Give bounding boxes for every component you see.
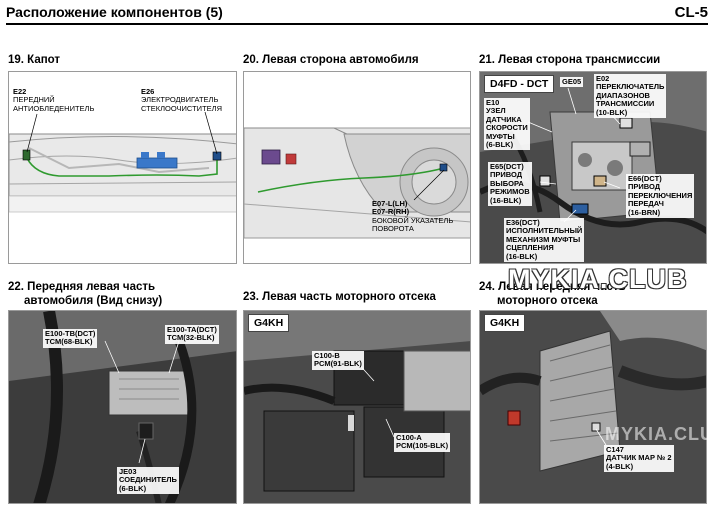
section-20-title: 20. Левая сторона автомобиля — [243, 54, 419, 66]
callout-je03: JE03 СОЕДИНИТЕЛЬ (6-BLK) — [117, 467, 179, 495]
callout-e36: E36(DCT) ИСПОЛНИТЕЛЬНЫЙ МЕХАНИЗМ МУФТЫ С… — [504, 218, 585, 263]
engine-left-drawing — [244, 311, 470, 503]
callout-c147: C147 ДАТЧИК MAP № 2 (4-BLK) — [604, 445, 674, 473]
page-code: CL-5 — [674, 4, 708, 21]
callout-e02: E02 ПЕРЕКЛЮЧАТЕЛЬ ДИАПАЗОНОВ ТРАНСМИССИИ… — [594, 74, 667, 119]
section-19-title: 19. Капот — [8, 54, 61, 66]
callout-ge05: GE05 — [560, 77, 584, 88]
engine-left-photo: G4KH C100-B PCM(91-BLK) C100-A PCM(105-B… — [243, 310, 471, 504]
callout-c100-a: C100-A PCM(105-BLK) — [394, 433, 451, 452]
callout-e65: E65(DCT) ПРИВОД ВЫБОРА РЕЖИМОВ (16-BLK) — [488, 162, 532, 207]
engine-front-photo: G4KH C147 ДАТЧИК MAP № 2 (4-BLK) — [479, 310, 707, 504]
section-22-title: 22. Передняя левая часть автомобиля (Вид… — [8, 281, 163, 307]
callout-e100-ta: E100-TA(DCT) TCM(32-BLK) — [165, 325, 219, 344]
page-title: Расположение компонентов (5) — [6, 4, 223, 20]
callout-e26: E26 ЭЛЕКТРОДВИГАТЕЛЬ СТЕКЛООЧИСТИТЕЛЯ — [141, 87, 222, 113]
transmission-photo: D4FD - DCT GE05 E02 ПЕРЕКЛЮЧАТЕЛЬ ДИАПАЗ… — [479, 71, 707, 264]
engine-front-drawing — [480, 311, 706, 503]
transmission-tag: D4FD - DCT — [484, 75, 555, 93]
hood-diagram: E22 ПЕРЕДНИЙ АНТИОБЛЕДЕНИТЕЛЬ E26 ЭЛЕКТР… — [8, 71, 237, 264]
page-header: Расположение компонентов (5) CL-5 — [6, 3, 708, 25]
callout-e66: E66(DCT) ПРИВОД ПЕРЕКЛЮЧЕНИЯ ПЕРЕДАЧ (16… — [626, 174, 695, 219]
engine-left-tag: G4KH — [248, 314, 290, 332]
callout-e22: E22 ПЕРЕДНИЙ АНТИОБЛЕДЕНИТЕЛЬ — [13, 87, 95, 113]
section-21-title: 21. Левая сторона трансмиссии — [479, 54, 661, 66]
callout-e100-tb: E100-TB(DCT) TCM(68-BLK) — [43, 329, 98, 348]
hood-drawing — [9, 111, 236, 213]
callout-e10: E10 УЗЕЛ ДАТЧИКА СКОРОСТИ МУФТЫ (6-BLK) — [484, 98, 530, 151]
engine-front-tag: G4KH — [484, 314, 526, 332]
callout-c100-b: C100-B PCM(91-BLK) — [312, 351, 364, 370]
callout-e07: E07-L(LH) E07-R(RH) БОКОВОЙ УКАЗАТЕЛЬ ПО… — [372, 199, 454, 234]
left-side-drawing — [244, 127, 470, 239]
section-23-title: 23. Левая часть моторного отсека — [243, 291, 436, 303]
left-side-diagram: E07-L(LH) E07-R(RH) БОКОВОЙ УКАЗАТЕЛЬ ПО… — [243, 71, 471, 264]
underside-photo: E100-TB(DCT) TCM(68-BLK) E100-TA(DCT) TC… — [8, 310, 237, 504]
watermark-small: MYKIA.CLUB — [605, 424, 714, 444]
section-24-title: 24. Левая передняя часть моторного отсек… — [479, 281, 626, 307]
watermark-logo: MYKIA.CLUB — [508, 264, 688, 294]
